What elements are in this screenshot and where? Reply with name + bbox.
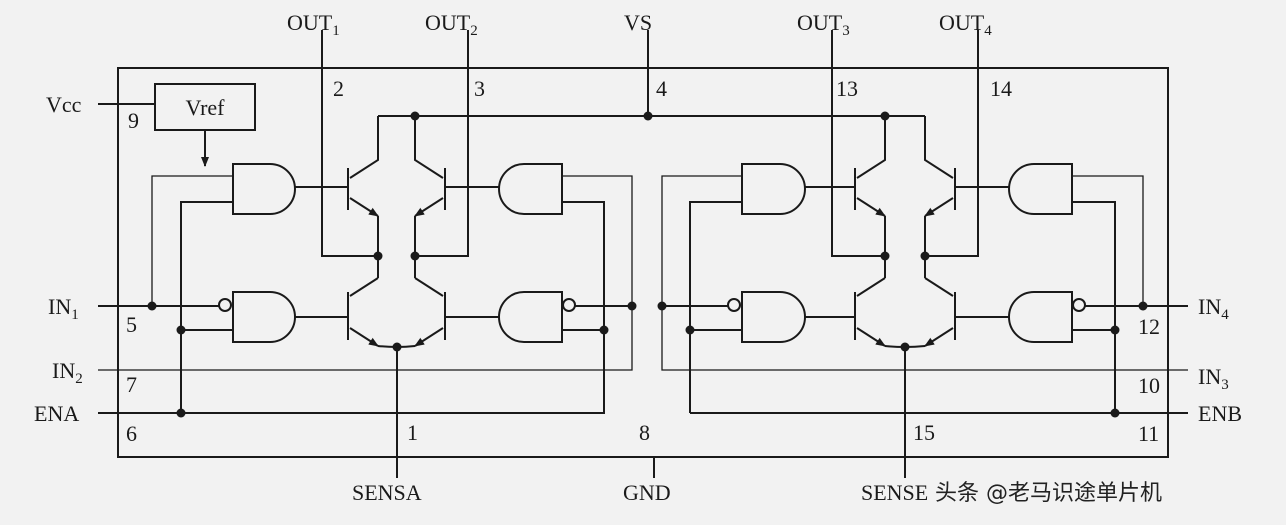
svg-text:IN3: IN3: [1198, 364, 1229, 393]
svg-text:8: 8: [639, 420, 650, 445]
pin-in4: IN4 12: [1138, 294, 1229, 339]
svg-text:5: 5: [126, 312, 137, 337]
svg-text:7: 7: [126, 372, 137, 397]
and-gate-a1: [232, 163, 296, 215]
pin-sensb: 15 SENSE: [861, 420, 935, 505]
and-gate-a3: [498, 163, 563, 215]
and-gate-a4: [498, 291, 563, 343]
svg-text:SENSE: SENSE: [861, 480, 928, 505]
svg-text:IN2: IN2: [52, 358, 83, 387]
chip-outline: [117, 67, 1169, 458]
svg-text:Vcc: Vcc: [46, 92, 82, 117]
svg-text:2: 2: [333, 76, 344, 101]
svg-text:1: 1: [407, 420, 418, 445]
svg-text:10: 10: [1138, 373, 1160, 398]
pin-out1: OUT1 2: [287, 10, 344, 101]
svg-text:OUT3: OUT3: [797, 10, 850, 39]
svg-text:IN1: IN1: [48, 294, 79, 323]
svg-text:15: 15: [913, 420, 935, 445]
pin-enb: ENB 11: [1138, 401, 1242, 446]
svg-text:9: 9: [128, 108, 139, 133]
vref-label: Vref: [186, 95, 226, 120]
svg-text:14: 14: [990, 76, 1012, 101]
svg-text:OUT1: OUT1: [287, 10, 340, 39]
pin-out4: OUT4 14: [939, 10, 1012, 101]
and-gate-b4: [1008, 291, 1073, 343]
svg-text:GND: GND: [623, 480, 671, 505]
pin-in3: IN3 10: [1138, 364, 1229, 398]
svg-text:ENA: ENA: [34, 401, 79, 426]
svg-text:11: 11: [1138, 421, 1159, 446]
pin-in1: IN1 5: [48, 294, 137, 337]
and-gate-a2: [232, 291, 296, 343]
svg-text:12: 12: [1138, 314, 1160, 339]
and-gate-b3: [1008, 163, 1073, 215]
svg-text:3: 3: [474, 76, 485, 101]
svg-text:IN4: IN4: [1198, 294, 1229, 323]
pin-out3: OUT3 13: [797, 10, 858, 101]
bridge-b: [657, 30, 1188, 478]
pin-in2: IN2 7: [52, 358, 137, 397]
and-gate-b2: [741, 291, 806, 343]
svg-text:ENB: ENB: [1198, 401, 1242, 426]
pin-sensa: 1 SENSA: [352, 420, 422, 505]
pin-vcc: Vcc 9: [46, 92, 139, 133]
pin-out2: OUT2 3: [425, 10, 485, 101]
pin-vs: VS 4: [624, 10, 667, 101]
svg-text:6: 6: [126, 421, 137, 446]
pin-gnd: 8 GND: [623, 420, 671, 505]
svg-text:4: 4: [656, 76, 667, 101]
svg-text:13: 13: [836, 76, 858, 101]
svg-text:SENSA: SENSA: [352, 480, 422, 505]
and-gate-b1: [741, 163, 806, 215]
svg-text:VS: VS: [624, 10, 652, 35]
pin-ena: ENA 6: [34, 401, 137, 446]
svg-text:OUT4: OUT4: [939, 10, 992, 39]
bridge-a: Vref: [98, 30, 925, 478]
watermark: 头条 @老马识途单片机: [935, 481, 1162, 506]
svg-text:OUT2: OUT2: [425, 10, 478, 39]
